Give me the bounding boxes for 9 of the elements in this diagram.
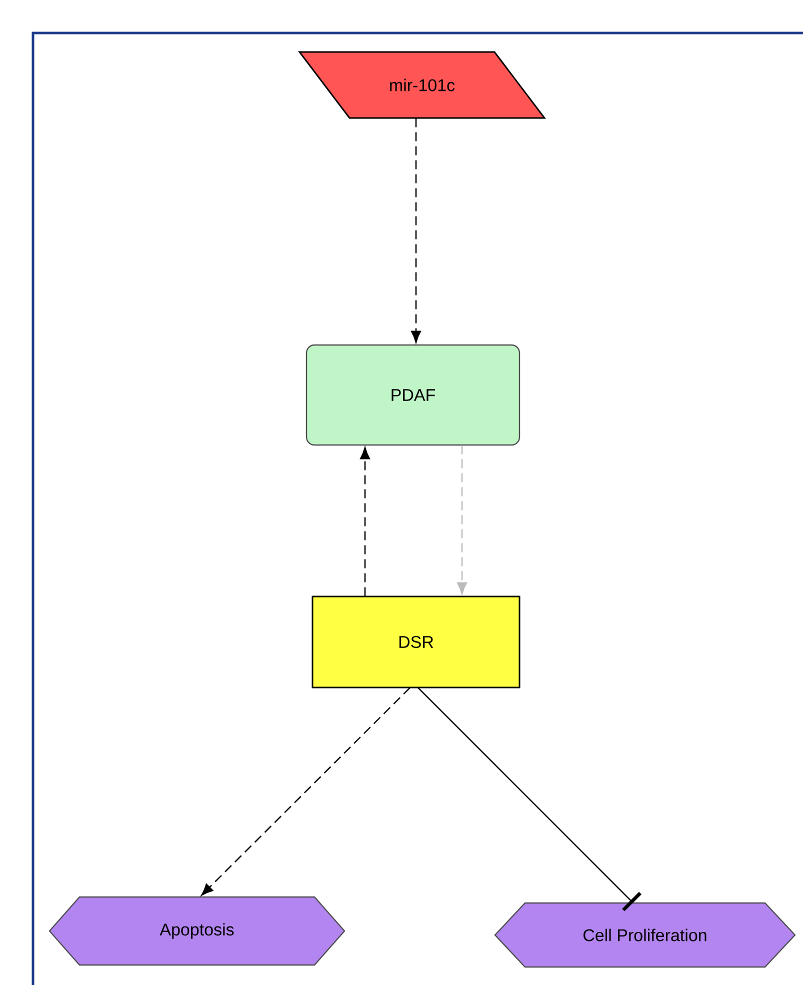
arrow — [411, 118, 421, 343]
process-box: DSR — [312, 596, 520, 688]
arrow — [457, 445, 467, 594]
hexagon-node: Apoptosis — [48, 896, 346, 966]
arrow — [418, 687, 642, 912]
hexagon-node: Cell Proliferation — [494, 902, 796, 968]
arrow — [201, 687, 410, 896]
arrow — [360, 447, 370, 596]
rounded-box: PDAF — [306, 344, 520, 446]
